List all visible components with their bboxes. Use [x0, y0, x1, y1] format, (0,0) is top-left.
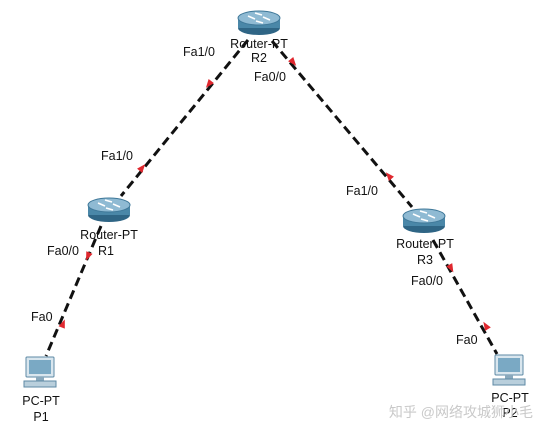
- port-label-r3-fa0-0: Fa0/0: [411, 274, 443, 288]
- device-name-label-r3: R3: [417, 253, 433, 267]
- router-icon-r2: [237, 10, 281, 35]
- port-marker-r3-p2-b: [483, 321, 491, 331]
- pc-icon-p1: [23, 356, 57, 388]
- router-icon-r3: [402, 208, 446, 233]
- port-marker-r3-p2-a: [446, 263, 454, 273]
- port-marker-r2-r1-a: [205, 79, 214, 88]
- port-marker-r1-p1-b: [58, 319, 65, 329]
- device-name-label-r1: R1: [98, 244, 114, 258]
- port-marker-r2-r3-a: [288, 57, 297, 66]
- link-r1-p1: [44, 225, 103, 357]
- device-type-label-r3: Router-PT: [396, 237, 454, 251]
- port-label-r1-fa0-0: Fa0/0: [47, 244, 79, 258]
- pc-icon-p2: [492, 354, 526, 386]
- link-r2-r1: [119, 39, 250, 197]
- link-r2-r3: [270, 40, 414, 208]
- device-name-label-p2: P2: [502, 406, 518, 420]
- device-type-label-p1: PC-PT: [22, 394, 60, 408]
- port-marker-r1-p1-a: [86, 251, 93, 261]
- port-label-r2-fa1-0: Fa1/0: [183, 45, 215, 59]
- device-name-label-r2: R2: [251, 51, 267, 65]
- device-name-label-p1: P1: [33, 410, 49, 424]
- port-marker-r2-r3-b: [385, 172, 394, 181]
- router-icon-r1: [87, 197, 131, 222]
- link-r3-p2: [431, 239, 499, 355]
- port-label-r1-fa1-0: Fa1/0: [101, 149, 133, 163]
- port-label-r3-fa1-0: Fa1/0: [346, 184, 378, 198]
- port-marker-r2-r1-b: [137, 164, 146, 173]
- port-label-r2-fa0-0: Fa0/0: [254, 70, 286, 84]
- port-label-p1-fa0: Fa0: [31, 310, 53, 324]
- device-type-label-r1: Router-PT: [80, 228, 138, 242]
- device-type-label-r2: Router-PT: [230, 37, 288, 51]
- port-label-p2-fa0: Fa0: [456, 333, 478, 347]
- device-type-label-p2: PC-PT: [491, 391, 529, 405]
- watermark: 知乎 @网络攻城狮小毛: [388, 404, 533, 420]
